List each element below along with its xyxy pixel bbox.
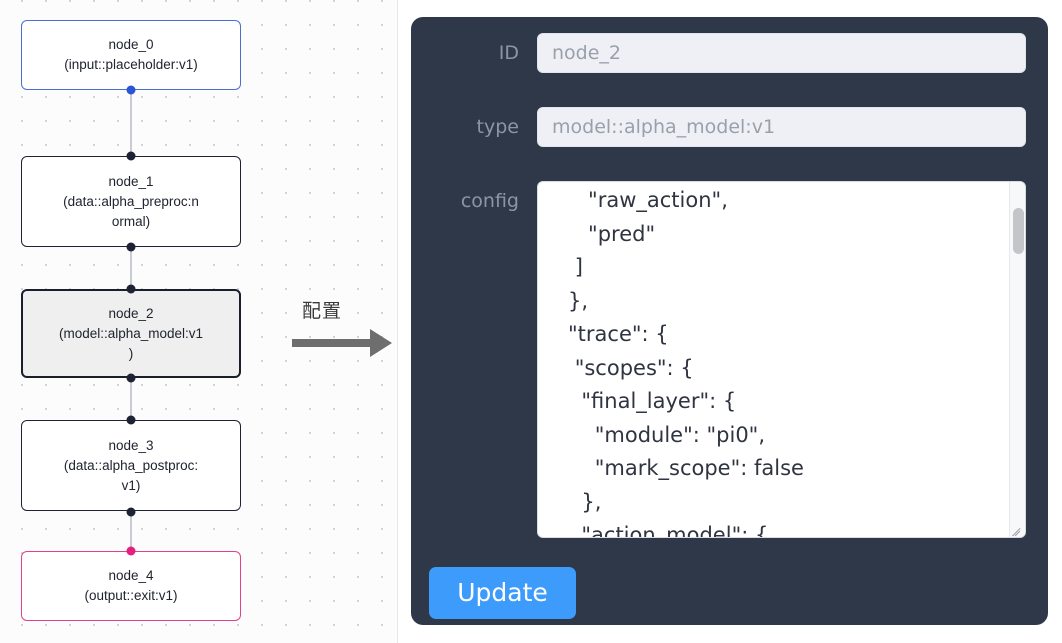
graph-node-label: node_1 (data::alpha_preproc:n ormal) — [63, 173, 199, 229]
config-textarea-wrapper: "raw_action", "pred" ] }, "trace": { "sc… — [537, 181, 1026, 538]
node-config-panel: ID node_2 type model::alpha_model:v1 con… — [411, 17, 1048, 625]
field-row-type: type model::alpha_model:v1 — [429, 107, 1026, 147]
graph-node-node_1[interactable]: node_1 (data::alpha_preproc:n ormal) — [21, 156, 241, 247]
config-scrollbar[interactable] — [1009, 182, 1025, 537]
edge-node0-node1 — [130, 89, 132, 157]
node-handle-node_0-source[interactable] — [126, 85, 136, 95]
arrow-label: 配置 — [302, 300, 343, 322]
node-handle-node_1-source[interactable] — [126, 242, 136, 252]
edge-node2-node3 — [130, 377, 132, 421]
type-field-label: type — [476, 116, 519, 138]
id-input[interactable]: node_2 — [537, 33, 1026, 73]
node-handle-node_2-target[interactable] — [126, 284, 136, 294]
graph-node-label: node_3 (data::alpha_postproc: v1) — [63, 437, 199, 493]
edge-node1-node2 — [130, 246, 132, 290]
graph-node-node_0[interactable]: node_0 (input::placeholder:v1) — [21, 20, 241, 90]
node-handle-node_3-target[interactable] — [126, 415, 136, 425]
config-field-label: config — [460, 190, 519, 212]
id-field-label: ID — [498, 42, 519, 64]
canvas-divider — [397, 0, 398, 643]
node-handle-node_3-source[interactable] — [126, 507, 136, 517]
edge-node3-node4 — [130, 511, 132, 551]
graph-node-node_4[interactable]: node_4 (output::exit:v1) — [21, 551, 241, 621]
config-textarea[interactable]: "raw_action", "pred" ] }, "trace": { "sc… — [568, 188, 804, 538]
configure-annotation: 配置 — [292, 296, 396, 362]
graph-canvas[interactable]: node_0 (input::placeholder:v1) node_1 (d… — [0, 0, 398, 643]
graph-node-label: node_4 (output::exit:v1) — [84, 568, 178, 603]
graph-node-label: node_2 (model::alpha_model:v1 ) — [58, 305, 204, 361]
config-scrollbar-thumb[interactable] — [1013, 208, 1024, 254]
resize-handle-icon[interactable] — [1009, 522, 1023, 536]
field-row-config: config "raw_action", "pred" ] }, "trace"… — [429, 181, 1026, 538]
node-handle-node_4-target[interactable] — [126, 546, 136, 556]
graph-node-node_2[interactable]: node_2 (model::alpha_model:v1 ) — [21, 289, 241, 378]
field-row-id: ID node_2 — [429, 33, 1026, 73]
node-handle-node_2-source[interactable] — [126, 373, 136, 383]
update-button[interactable]: Update — [429, 567, 576, 619]
node-handle-node_1-target[interactable] — [126, 151, 136, 161]
type-input[interactable]: model::alpha_model:v1 — [537, 107, 1026, 147]
graph-node-label: node_0 (input::placeholder:v1) — [64, 37, 198, 72]
right-arrow-icon — [292, 329, 392, 357]
graph-node-node_3[interactable]: node_3 (data::alpha_postproc: v1) — [21, 420, 241, 511]
